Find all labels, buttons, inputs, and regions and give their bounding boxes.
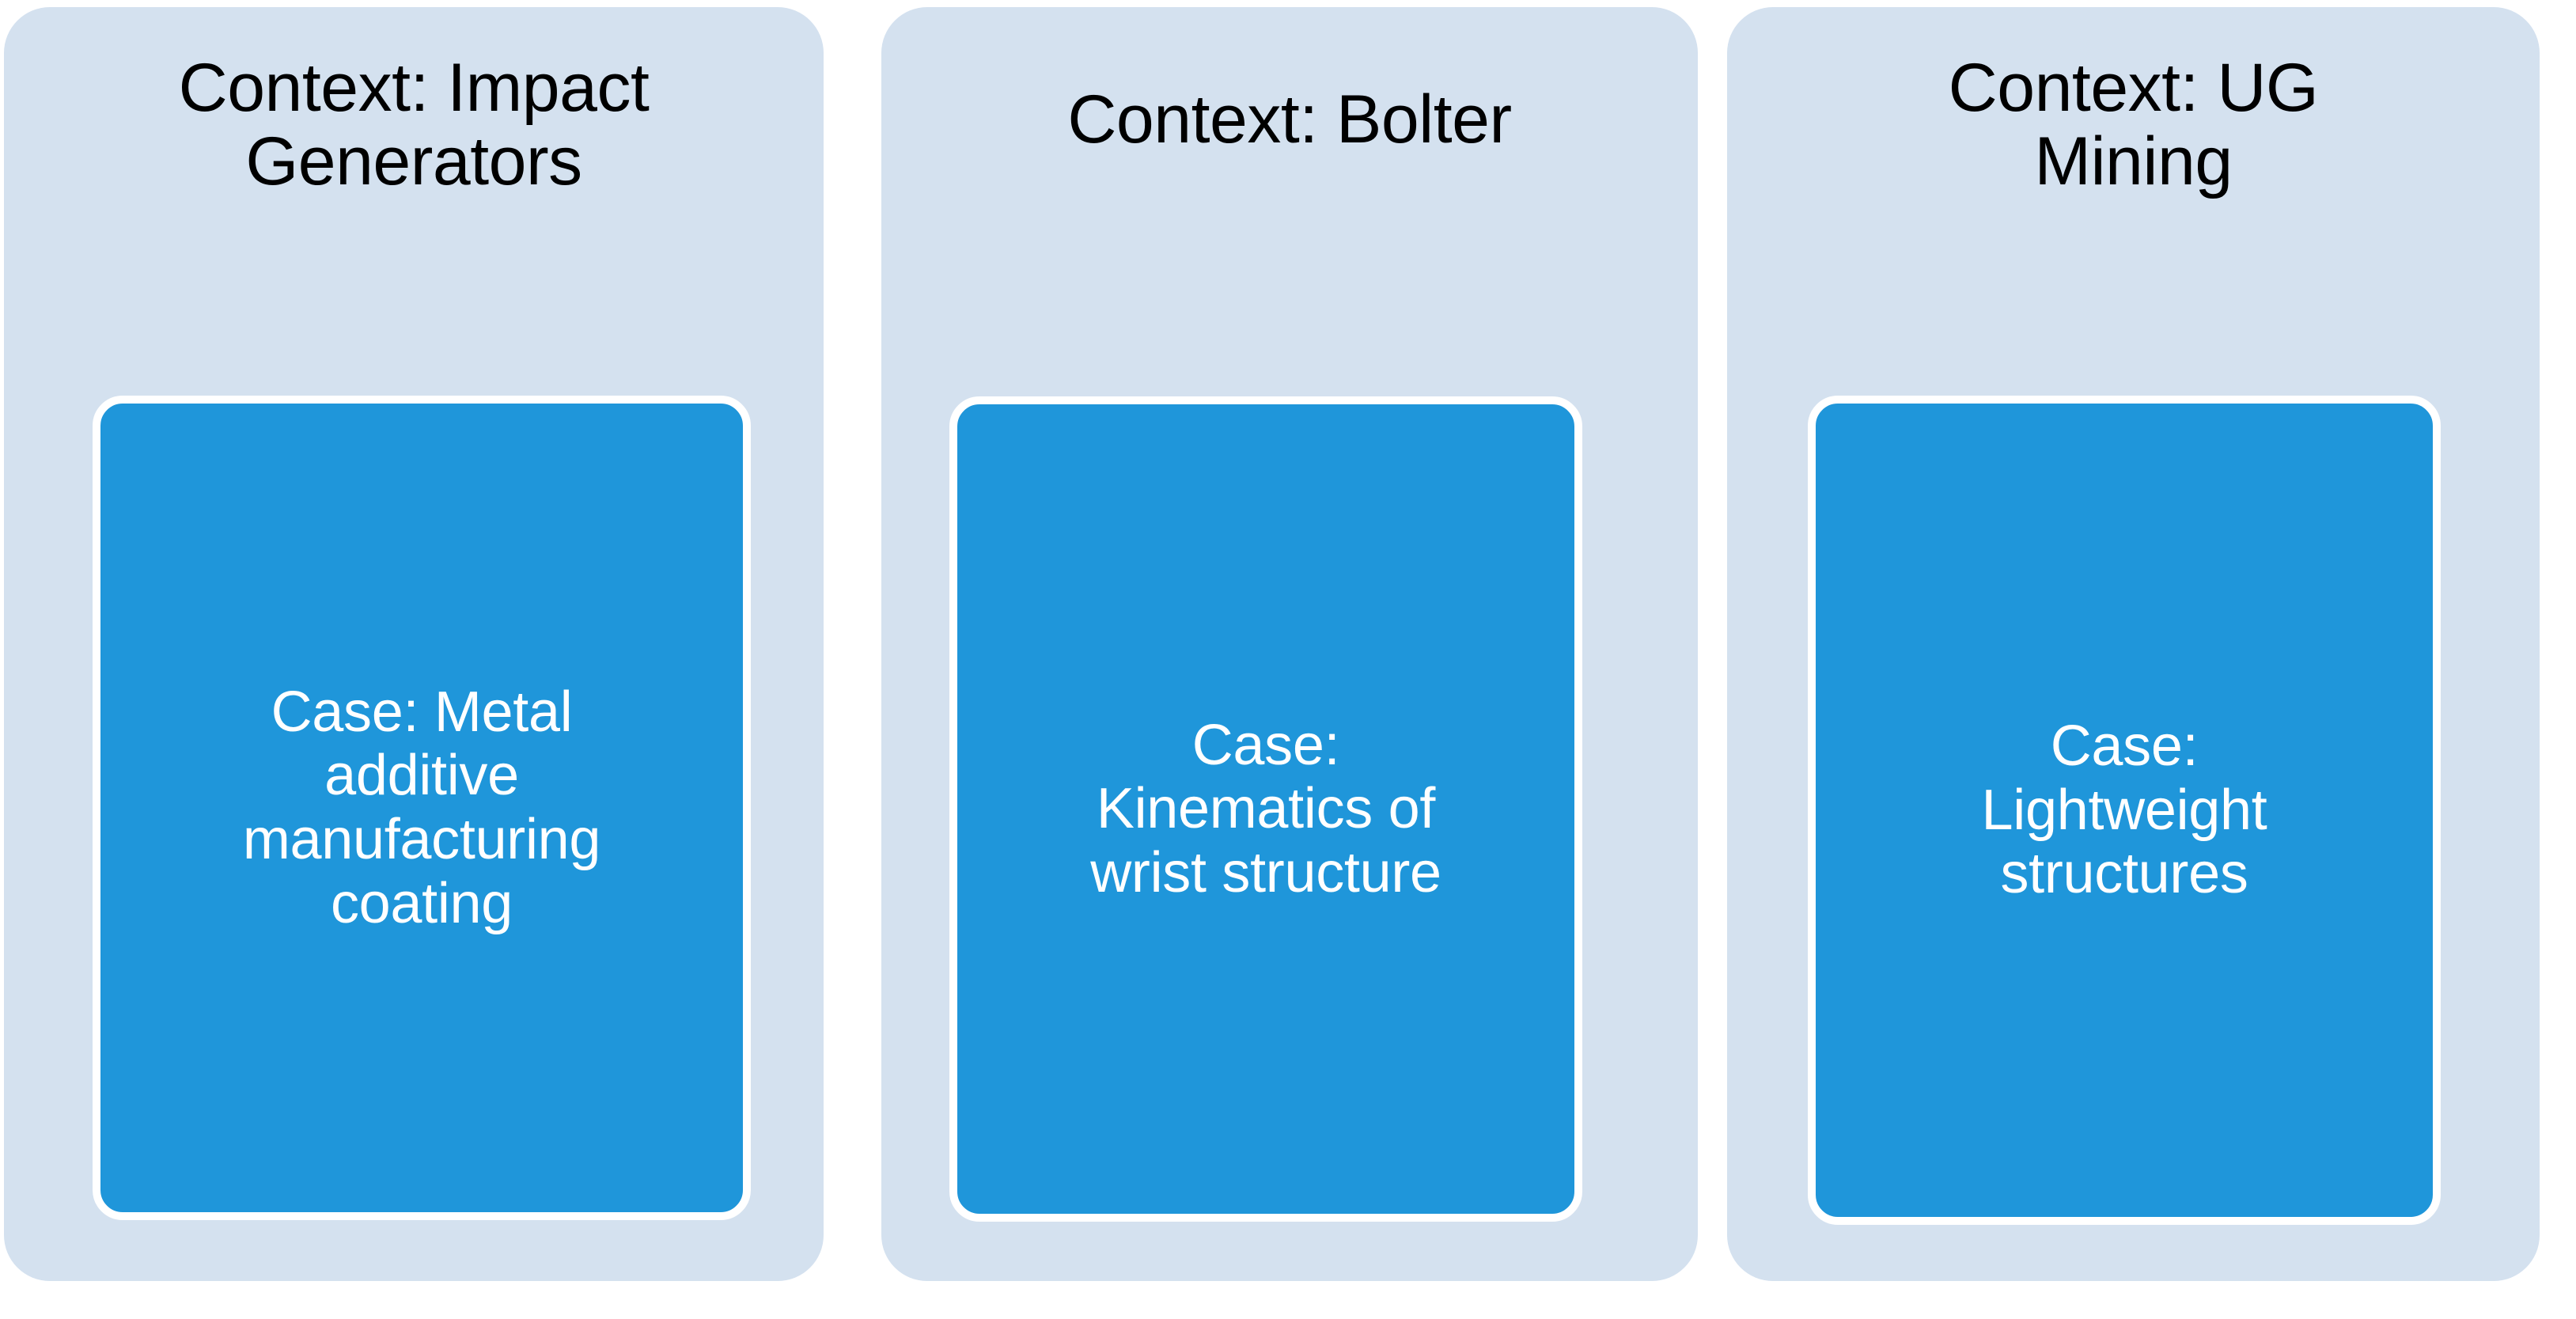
context-panel-title: Context: UG Mining: [1948, 50, 2319, 199]
context-panel-title: Context: Bolter: [1067, 81, 1512, 157]
context-panel-title: Context: Impact Generators: [178, 50, 650, 199]
case-card-metal-additive-manufacturing-coating[interactable]: Case: Metal additive manufacturing coati…: [93, 396, 751, 1220]
case-card-label: Case: Lightweight structures: [1981, 714, 2267, 906]
case-card-kinematics-of-wrist-structure[interactable]: Case: Kinematics of wrist structure: [949, 396, 1582, 1222]
case-card-lightweight-structures[interactable]: Case: Lightweight structures: [1808, 396, 2441, 1225]
case-card-label: Case: Metal additive manufacturing coati…: [242, 680, 601, 935]
case-card-label: Case: Kinematics of wrist structure: [1090, 713, 1441, 904]
